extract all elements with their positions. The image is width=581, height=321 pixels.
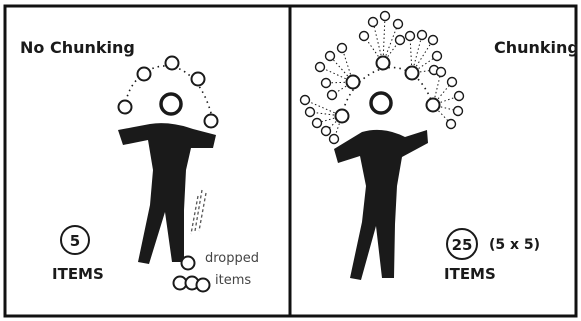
- right-count: 25: [452, 236, 473, 254]
- ball: [336, 110, 349, 123]
- ball: [182, 257, 195, 270]
- ball: [205, 115, 218, 128]
- right-multiplier: (5 x 5): [489, 237, 540, 253]
- small-ball: [447, 120, 456, 129]
- right-title: Chunking: [494, 38, 579, 57]
- small-ball: [369, 18, 378, 27]
- small-ball: [455, 92, 464, 101]
- small-ball: [429, 36, 438, 45]
- small-ball: [418, 31, 427, 40]
- small-ball: [454, 107, 463, 116]
- dropped-label-line1: dropped: [205, 251, 259, 266]
- ball: [347, 76, 360, 89]
- ball: [406, 67, 419, 80]
- small-ball: [306, 108, 315, 117]
- small-ball: [381, 12, 390, 21]
- head-icon: [371, 93, 391, 113]
- left-items-label: ITEMS: [52, 265, 104, 283]
- ball: [427, 99, 440, 112]
- small-ball: [328, 91, 337, 100]
- small-ball: [322, 127, 331, 136]
- small-ball: [316, 63, 325, 72]
- ball: [166, 57, 179, 70]
- small-ball: [338, 44, 347, 53]
- small-ball: [448, 78, 457, 87]
- small-ball: [322, 79, 331, 88]
- head-icon: [161, 94, 181, 114]
- small-ball: [433, 52, 442, 61]
- dropped-label-line2: items: [215, 273, 251, 288]
- small-ball: [396, 36, 405, 45]
- ball: [192, 73, 205, 86]
- small-ball: [406, 32, 415, 41]
- ball: [119, 101, 132, 114]
- small-ball: [437, 68, 446, 77]
- ball: [197, 279, 210, 292]
- small-ball: [360, 32, 369, 41]
- small-ball: [301, 96, 310, 105]
- right-items-label: ITEMS: [444, 265, 496, 283]
- small-ball: [326, 52, 335, 61]
- ball: [377, 57, 390, 70]
- ball: [138, 68, 151, 81]
- left-count: 5: [70, 232, 80, 250]
- small-ball: [330, 135, 339, 144]
- left-title: No Chunking: [20, 38, 135, 57]
- small-ball: [313, 119, 322, 128]
- small-ball: [394, 20, 403, 29]
